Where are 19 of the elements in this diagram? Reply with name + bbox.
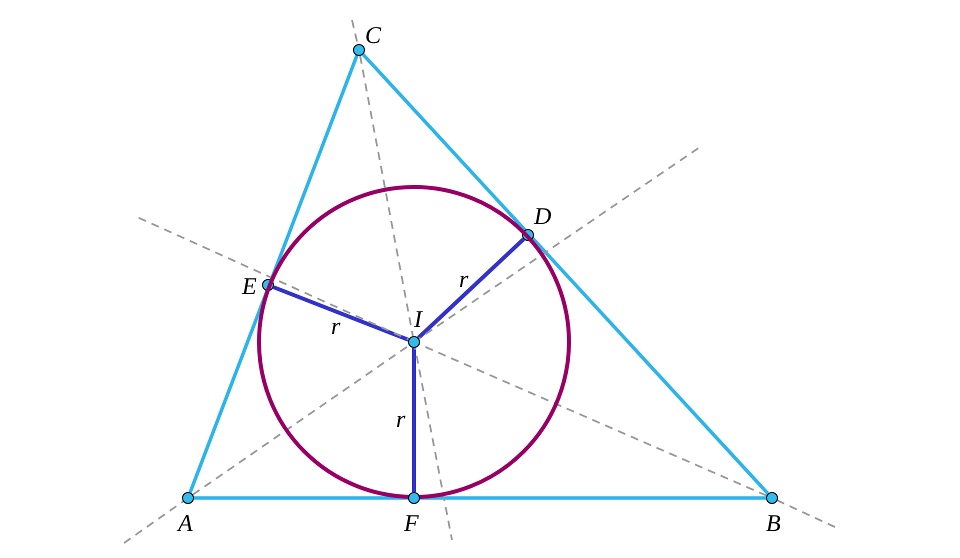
edge-label: r [396,408,406,432]
triangle-side [194,496,766,500]
point-label: F [404,512,419,536]
point-label: I [414,308,422,332]
radius-line [272,285,410,342]
angle-bisector-line [192,344,410,496]
triangle-side [188,54,358,494]
radius-line [412,348,416,492]
point-label: A [178,512,193,536]
edge-label: r [331,315,340,339]
point-label: B [766,512,781,536]
point-label: D [534,205,552,229]
point-label: E [242,275,257,299]
radius-line [417,238,525,340]
incircle [257,185,571,499]
triangle-side [362,53,770,495]
point-label: C [365,24,382,48]
edge-label: r [459,268,468,292]
angle-bisector-line [359,56,414,336]
